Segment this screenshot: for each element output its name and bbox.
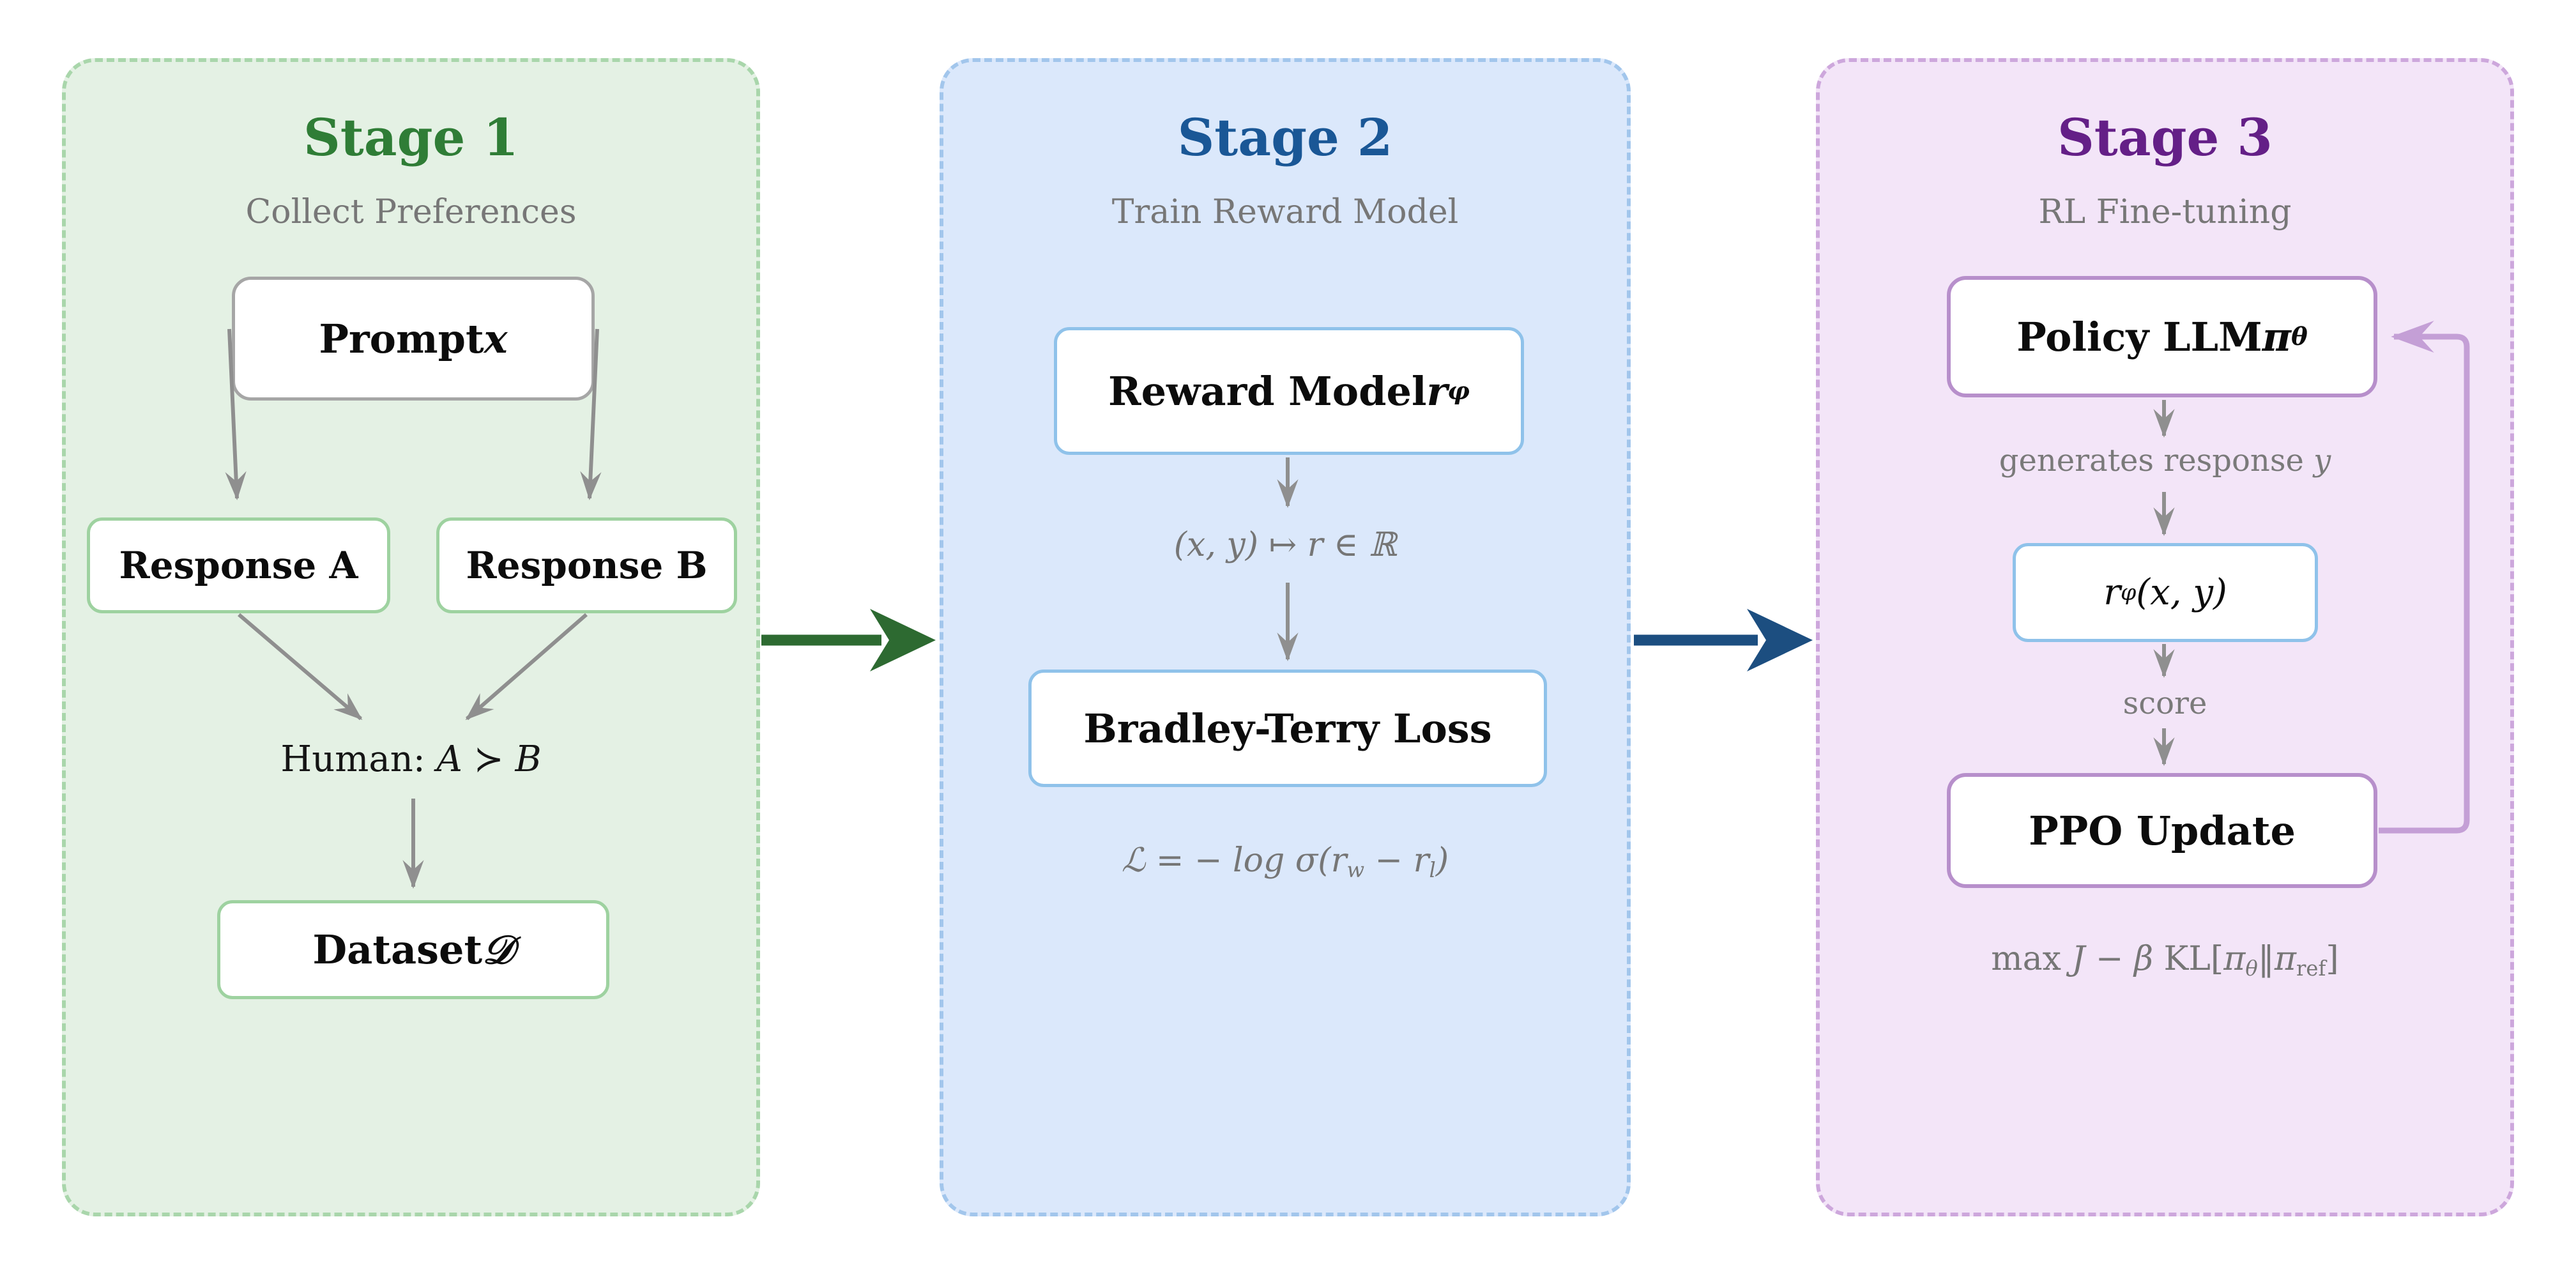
human-prefix: Human: — [280, 739, 437, 780]
obj-beta: β — [2133, 940, 2153, 978]
rphi-subscript: φ — [2120, 579, 2137, 606]
obj-j: J — [2071, 940, 2085, 978]
objective-formula: max J − β KL[πθ‖πref] — [1816, 940, 2514, 981]
stage3-subtitle: RL Fine-tuning — [2038, 193, 2292, 231]
loss-mid: − r — [1364, 841, 1429, 880]
ppo-update-node: PPO Update — [1947, 773, 2377, 888]
reward-subscript: φ — [1447, 376, 1470, 406]
obj-theta-sub: θ — [2245, 956, 2258, 981]
human-choice-b: B — [515, 739, 542, 780]
stage1-panel — [62, 58, 760, 1216]
dataset-node: Dataset 𝒟 — [217, 900, 609, 999]
prompt-node: Prompt x — [232, 277, 595, 401]
response-a-label: Response A — [119, 544, 358, 587]
response-a-node: Response A — [87, 517, 390, 613]
score-label: score — [2123, 685, 2207, 721]
reward-symbol: r — [1426, 367, 1448, 415]
obj-kl-open: KL[ — [2153, 940, 2224, 978]
human-choice-a: A — [436, 739, 462, 780]
generates-text: generates response — [1999, 443, 2314, 479]
obj-minus: − — [2085, 940, 2134, 978]
loss-formula: ℒ = − log σ(rw − rl) — [940, 841, 1631, 882]
reward-model-label: Reward Model — [1108, 367, 1427, 415]
loss-post: ) — [1435, 841, 1449, 880]
arrow-stage1-to-stage2-head — [870, 609, 936, 671]
stage1-title: Stage 1 — [303, 107, 519, 167]
reward-mapping-formula: (x, y) ↦ r ∈ ℝ — [1173, 526, 1397, 564]
loss-sub-w: w — [1346, 858, 1365, 883]
prompt-label: Prompt — [319, 315, 484, 362]
rphi-symbol: r — [2103, 572, 2121, 613]
bradley-terry-node: Bradley-Terry Loss — [1028, 670, 1547, 787]
loss-sub-l: l — [1429, 858, 1436, 883]
response-b-node: Response B — [436, 517, 737, 613]
generates-response-label: generates response y — [1816, 443, 2514, 479]
response-variable: y — [2313, 443, 2331, 479]
obj-kl-close: ] — [2326, 940, 2339, 978]
obj-ref-sub: ref — [2296, 956, 2326, 981]
prompt-variable: x — [484, 315, 508, 362]
response-b-label: Response B — [466, 544, 708, 587]
rphi-arguments: (x, y) — [2136, 572, 2227, 613]
arrow-stage2-to-stage3-head — [1747, 609, 1813, 671]
loss-pre: ℒ = − log σ(r — [1121, 841, 1347, 880]
stage3-title: Stage 3 — [2057, 107, 2273, 167]
obj-pi-ref: π — [2274, 940, 2296, 978]
obj-pi-theta: π — [2223, 940, 2246, 978]
ppo-label: PPO Update — [2029, 807, 2296, 854]
stage2-subtitle: Train Reward Model — [1111, 193, 1459, 231]
policy-symbol: π — [2262, 313, 2292, 360]
policy-subscript: θ — [2291, 322, 2308, 351]
obj-parallel: ‖ — [2257, 940, 2275, 978]
dataset-symbol: 𝒟 — [482, 926, 514, 973]
stage2-title: Stage 2 — [1177, 107, 1393, 167]
dataset-label: Dataset — [312, 926, 483, 973]
stage1-subtitle: Collect Preferences — [245, 193, 577, 231]
bradley-terry-label: Bradley-Terry Loss — [1083, 705, 1492, 752]
obj-max: max — [1991, 940, 2072, 978]
policy-label: Policy LLM — [2016, 313, 2262, 360]
human-preference-label: Human: A ≻ B — [62, 739, 760, 780]
succeeds-symbol: ≻ — [462, 739, 515, 780]
